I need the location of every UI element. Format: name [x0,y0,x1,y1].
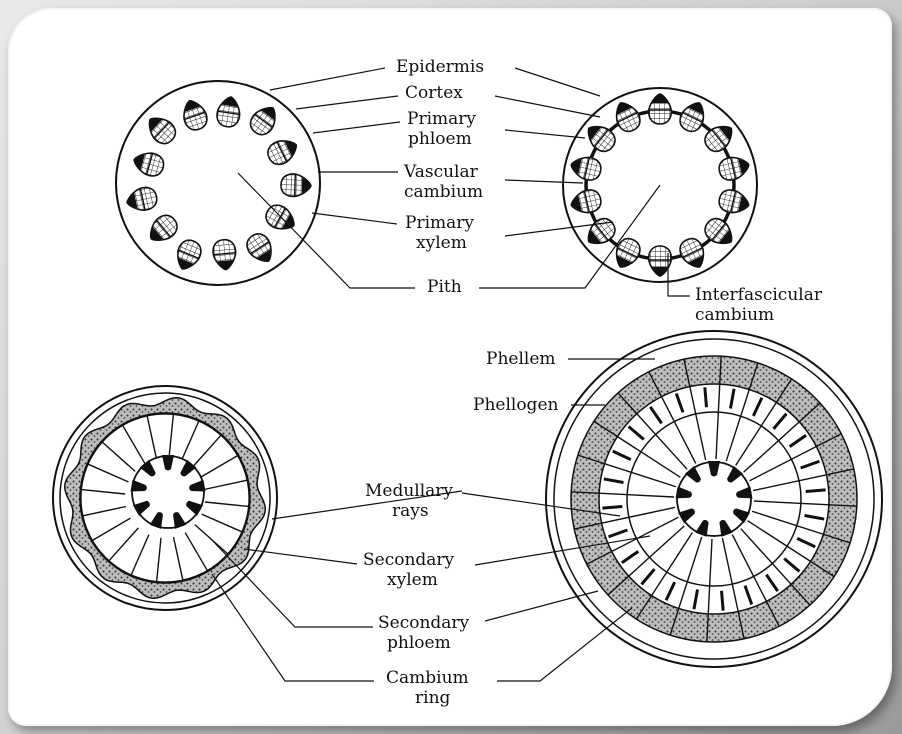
label-cambium-ring-line2: ring [415,688,451,708]
label-primary-phloem-line2: phloem [408,129,472,149]
label-medullary-rays-line1: Medullary [365,481,453,501]
label-interfascicular-line2: cambium [695,305,774,325]
label-phellogen: Phellogen [473,395,558,415]
label-primary-phloem-line1: Primary [407,109,476,129]
label-medullary-rays-line2: rays [392,501,429,521]
ray-segment [806,490,826,492]
label-epidermis: Epidermis [396,57,484,77]
label-interfascicular-line1: Interfascicular [695,285,823,305]
label-primary-xylem-line1: Primary [405,213,474,233]
label-cortex: Cortex [405,83,463,103]
label-secondary-phloem-line2: phloem [387,633,451,653]
label-vascular-cambium-line2: cambium [404,182,483,202]
diagram-secondary-growth-early [53,386,277,610]
label-primary-xylem-line2: xylem [416,233,467,253]
label-secondary-phloem-line1: Secondary [378,613,470,633]
bundle-cambium-line [295,174,296,196]
ray-segment [602,507,622,509]
label-cambium-ring-line1: Cambium [386,668,469,688]
label-phellem: Phellem [486,349,556,369]
label-pith: Pith [427,277,462,297]
ray-segment [722,591,724,611]
ray-segment [705,387,707,407]
diagram-young-stem [116,81,320,285]
label-vascular-cambium-line1: Vascular [403,162,479,182]
diagram-secondary-growth-late [546,331,882,667]
label-secondary-xylem-line2: xylem [387,570,438,590]
label-secondary-xylem-line1: Secondary [363,550,455,570]
